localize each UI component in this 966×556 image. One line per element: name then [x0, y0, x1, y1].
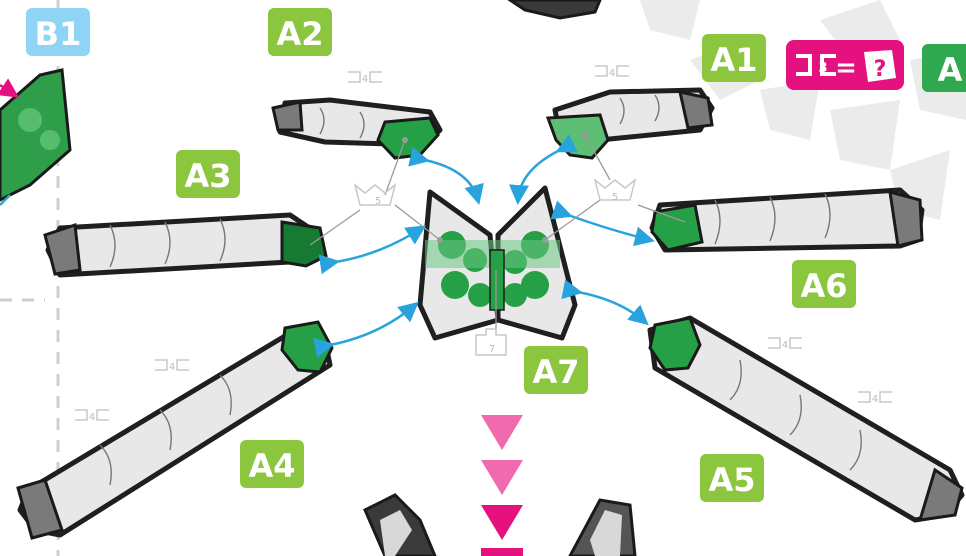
svg-text:5: 5 — [612, 192, 618, 203]
b1-partial-model — [0, 68, 72, 206]
piece-a3 — [43, 212, 328, 278]
label-a5: A5 — [700, 454, 764, 502]
piece-a2 — [271, 97, 443, 160]
connector-hint-c5-b: 5 — [593, 178, 637, 203]
label-a3: A3 — [176, 150, 240, 198]
piece-a1 — [545, 87, 715, 160]
connector-hint-c4-c: 4 — [155, 359, 189, 373]
svg-text:4: 4 — [362, 74, 368, 85]
connector-hint-c4-f: 4 — [858, 391, 892, 405]
top-partial-piece — [507, 0, 602, 20]
svg-text:?: ? — [874, 57, 887, 82]
svg-text:4: 4 — [609, 68, 615, 79]
svg-text:=: = — [835, 53, 857, 83]
label-a6: A6 — [792, 260, 856, 308]
label-a1: A1 — [702, 34, 766, 82]
connector-legend: 3 = ? — [786, 40, 904, 90]
svg-text:A6: A6 — [800, 267, 847, 305]
svg-text:A5: A5 — [708, 461, 755, 499]
label-a2: A2 — [268, 8, 332, 56]
svg-text:3: 3 — [818, 61, 827, 76]
connection-arrows — [313, 134, 655, 358]
label-a-partial: A — [922, 44, 966, 92]
svg-text:4: 4 — [782, 340, 788, 351]
svg-text:A: A — [938, 51, 963, 89]
bottom-partial-pieces — [363, 493, 637, 556]
down-arrows — [481, 415, 523, 556]
piece-a6 — [649, 187, 925, 253]
svg-text:4: 4 — [872, 394, 878, 405]
connector-hint-c4-b: 4 — [595, 65, 629, 79]
connector-hint-c4-e: 4 — [768, 337, 802, 351]
connector-hint-c4-a: 4 — [348, 71, 382, 85]
label-a4: A4 — [240, 440, 304, 488]
svg-text:A3: A3 — [184, 157, 231, 195]
connector-hint-c4-d: 4 — [75, 409, 109, 423]
piece-a4 — [16, 320, 334, 540]
svg-text:4: 4 — [169, 362, 175, 373]
svg-text:5: 5 — [375, 196, 381, 207]
connector-hint-c5-a: 5 — [353, 183, 397, 207]
svg-text:A1: A1 — [710, 41, 757, 79]
svg-text:A4: A4 — [248, 447, 295, 485]
svg-text:7: 7 — [489, 344, 495, 355]
svg-text:A7: A7 — [532, 353, 579, 391]
svg-text:A2: A2 — [276, 15, 323, 53]
label-b1: B1 — [26, 8, 90, 56]
label-a7: A7 — [524, 346, 588, 394]
svg-text:4: 4 — [89, 412, 95, 423]
piece-a7 — [417, 185, 578, 341]
leader-lines — [309, 132, 686, 330]
svg-text:B1: B1 — [35, 15, 82, 53]
piece-a5 — [647, 315, 965, 523]
connector-hint-c7: 7 — [475, 328, 507, 356]
